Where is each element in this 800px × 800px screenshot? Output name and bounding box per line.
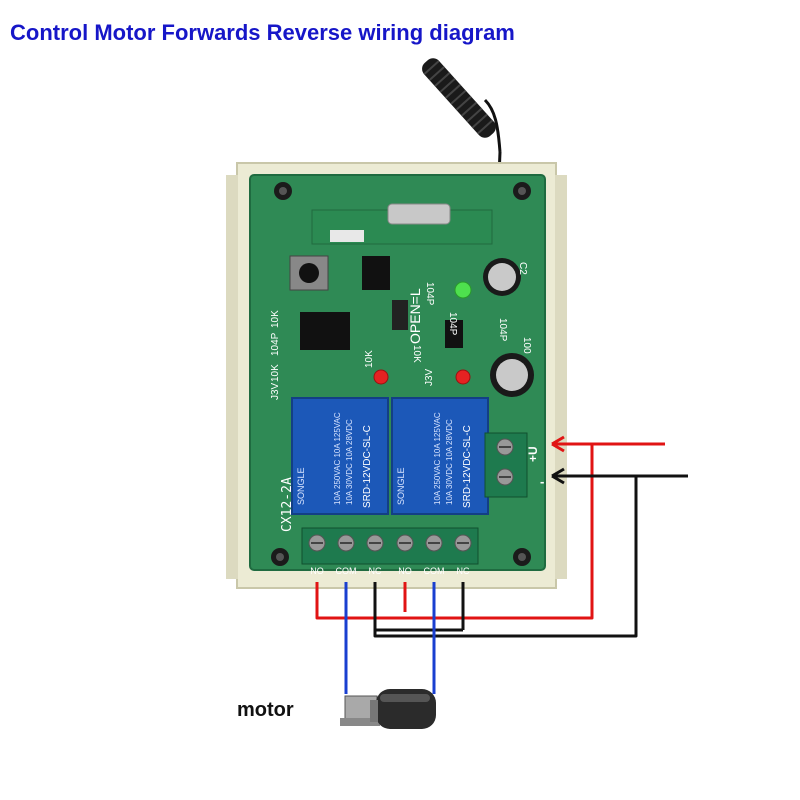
- rf-receiver-module: [311, 203, 493, 245]
- terminal-label-no-1: NO: [310, 566, 324, 576]
- ic-chip-small: [362, 256, 390, 290]
- relay-1-brand: SONGLE: [296, 467, 306, 505]
- terminal-label-nc-1: NC: [369, 566, 382, 576]
- label-104p-lower: 104P: [447, 312, 458, 336]
- status-led-green: [454, 281, 472, 299]
- label-104p-b: 104P: [424, 282, 435, 306]
- relay-1-model: SRD-12VDC-SL-C: [362, 425, 373, 508]
- label-j3v-a: J3V: [270, 382, 281, 400]
- relay-1: SONGLE 10A 250VAC 10A 125VAC 10A 30VDC 1…: [291, 397, 389, 515]
- capacitor-c2: [483, 258, 521, 296]
- wire-negative-relay-nc: [373, 476, 638, 638]
- label-10k-a: 10K: [270, 310, 281, 328]
- learn-button[interactable]: [289, 255, 329, 291]
- capacitor-100: [490, 353, 534, 397]
- terminal-label-no-2: NO: [398, 566, 412, 576]
- relay-1-rating-1: 10A 250VAC 10A 125VAC: [333, 412, 342, 505]
- terminal-screw-icons: [308, 534, 472, 552]
- led-red-2: [455, 369, 471, 385]
- power-terminal-block: [484, 432, 528, 498]
- motor-label: motor: [237, 699, 294, 721]
- power-plus-label: +U: [526, 446, 540, 462]
- mounting-screw-icons: [271, 182, 531, 566]
- label-10k-c: 10K: [364, 350, 375, 368]
- board-model-label: CX12-2A: [280, 477, 295, 532]
- relay-2-rating-1: 10A 250VAC 10A 125VAC: [433, 412, 442, 505]
- relay-2-rating-2: 10A 30VDC 10A 28VDC: [445, 419, 454, 505]
- transistor: [445, 320, 463, 348]
- relay-2: SONGLE 10A 250VAC 10A 125VAC 10A 30VDC 1…: [391, 397, 489, 515]
- relay-2-brand: SONGLE: [396, 467, 406, 505]
- ic-chip-decoder: [300, 312, 350, 350]
- motor-icon: [340, 689, 436, 729]
- label-10k-b: 10K: [270, 364, 281, 382]
- diagram-title: Control Motor Forwards Reverse wiring di…: [10, 20, 515, 45]
- wire-positive-relay-no: [315, 444, 594, 620]
- terminal-label-nc-2: NC: [457, 566, 470, 576]
- label-10k-d: 10K: [411, 345, 422, 363]
- arrow-positive-icon: [551, 435, 565, 453]
- led-red-1: [373, 369, 389, 385]
- label-104p-c: 104P: [497, 318, 508, 342]
- terminal-label-com-2: COM: [424, 566, 445, 576]
- relay-2-model: SRD-12VDC-SL-C: [462, 425, 473, 508]
- label-c2: C2: [517, 262, 528, 275]
- power-minus-label: -: [540, 474, 544, 489]
- jumper-label: OPEN=L: [407, 288, 423, 344]
- jumper-pins: [392, 300, 408, 330]
- label-j3v-b: J3V: [424, 368, 435, 386]
- output-terminal-block: [301, 527, 479, 565]
- label-100: 100: [521, 337, 532, 354]
- relay-1-rating-2: 10A 30VDC 10A 28VDC: [345, 419, 354, 505]
- label-104p-a: 104P: [270, 332, 281, 356]
- arrow-negative-icon: [551, 467, 565, 485]
- terminal-label-com-1: COM: [336, 566, 357, 576]
